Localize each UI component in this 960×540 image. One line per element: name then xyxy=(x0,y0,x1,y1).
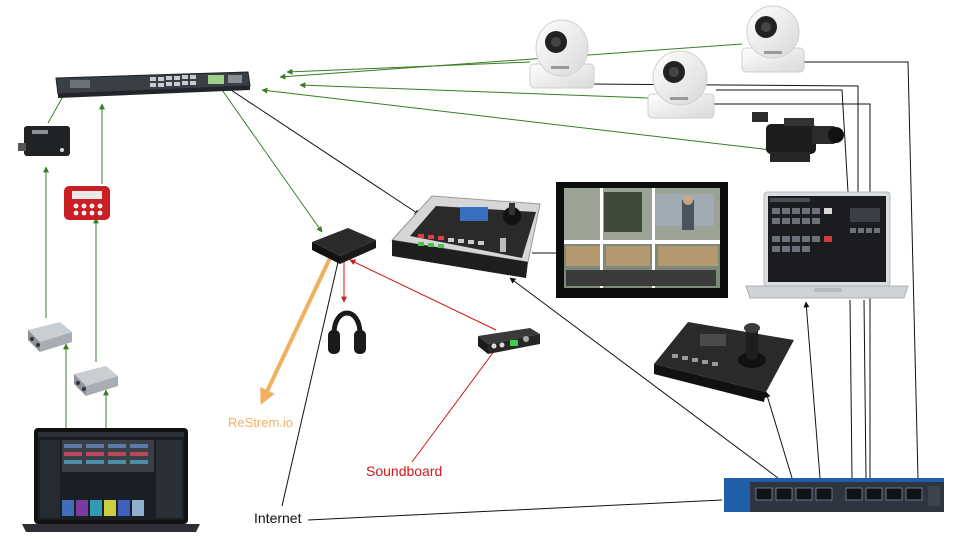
ptz-camera-2[interactable] xyxy=(741,5,805,73)
micro-converter-2[interactable] xyxy=(74,366,118,396)
headphones-icon xyxy=(328,310,366,354)
ptz-camera-icon xyxy=(647,50,715,119)
audio-link xyxy=(349,259,497,331)
network-link xyxy=(712,103,871,480)
network-link xyxy=(716,89,849,193)
network-link xyxy=(509,277,779,479)
headphones[interactable] xyxy=(328,310,366,354)
network-switch[interactable] xyxy=(724,478,944,512)
program-monitor[interactable] xyxy=(556,182,728,298)
stream-encoder[interactable] xyxy=(312,228,376,264)
soundboard-label: Soundboard xyxy=(366,463,442,479)
video-link xyxy=(299,82,649,99)
stream-link xyxy=(260,257,332,405)
video-link xyxy=(221,89,323,233)
video-link xyxy=(279,43,743,80)
ethernet-switch-icon xyxy=(724,478,944,512)
encoder-box-icon xyxy=(312,228,376,256)
video-router[interactable] xyxy=(55,71,251,98)
laptop-editor[interactable] xyxy=(22,428,200,532)
audio-interface-icon xyxy=(478,328,540,354)
micro-converter-icon xyxy=(74,366,118,386)
switcher-console-icon xyxy=(391,195,541,278)
connections xyxy=(43,43,919,521)
ptz-camera-icon xyxy=(741,5,805,73)
video-link xyxy=(261,87,789,153)
network-link xyxy=(803,301,821,479)
network-link xyxy=(863,299,867,479)
network-link xyxy=(804,61,919,479)
camcorder[interactable] xyxy=(752,112,844,162)
network-link xyxy=(764,391,793,479)
internet-link xyxy=(281,261,339,507)
ptz-camera-icon xyxy=(529,19,595,89)
joystick-controller-icon xyxy=(654,322,794,402)
control-laptop[interactable] xyxy=(745,191,909,299)
hd-converter[interactable] xyxy=(18,126,70,156)
ptz-camera-3[interactable] xyxy=(647,50,715,119)
camcorder-icon xyxy=(752,112,844,162)
ptz-camera-1[interactable] xyxy=(529,19,595,89)
internet-link xyxy=(307,499,723,521)
live-switcher[interactable] xyxy=(391,195,541,278)
video-link xyxy=(286,61,531,75)
audio-interface[interactable] xyxy=(478,328,540,354)
signal-tester[interactable] xyxy=(64,186,110,220)
micro-converter-icon xyxy=(28,322,72,342)
restream-label: ReStrem.io xyxy=(228,415,293,430)
control-link xyxy=(227,87,421,216)
network-link xyxy=(849,299,853,479)
audio-link xyxy=(411,345,499,463)
ptz-controller[interactable] xyxy=(654,322,794,402)
internet-label: Internet xyxy=(254,510,302,526)
micro-converter-1[interactable] xyxy=(28,322,72,352)
